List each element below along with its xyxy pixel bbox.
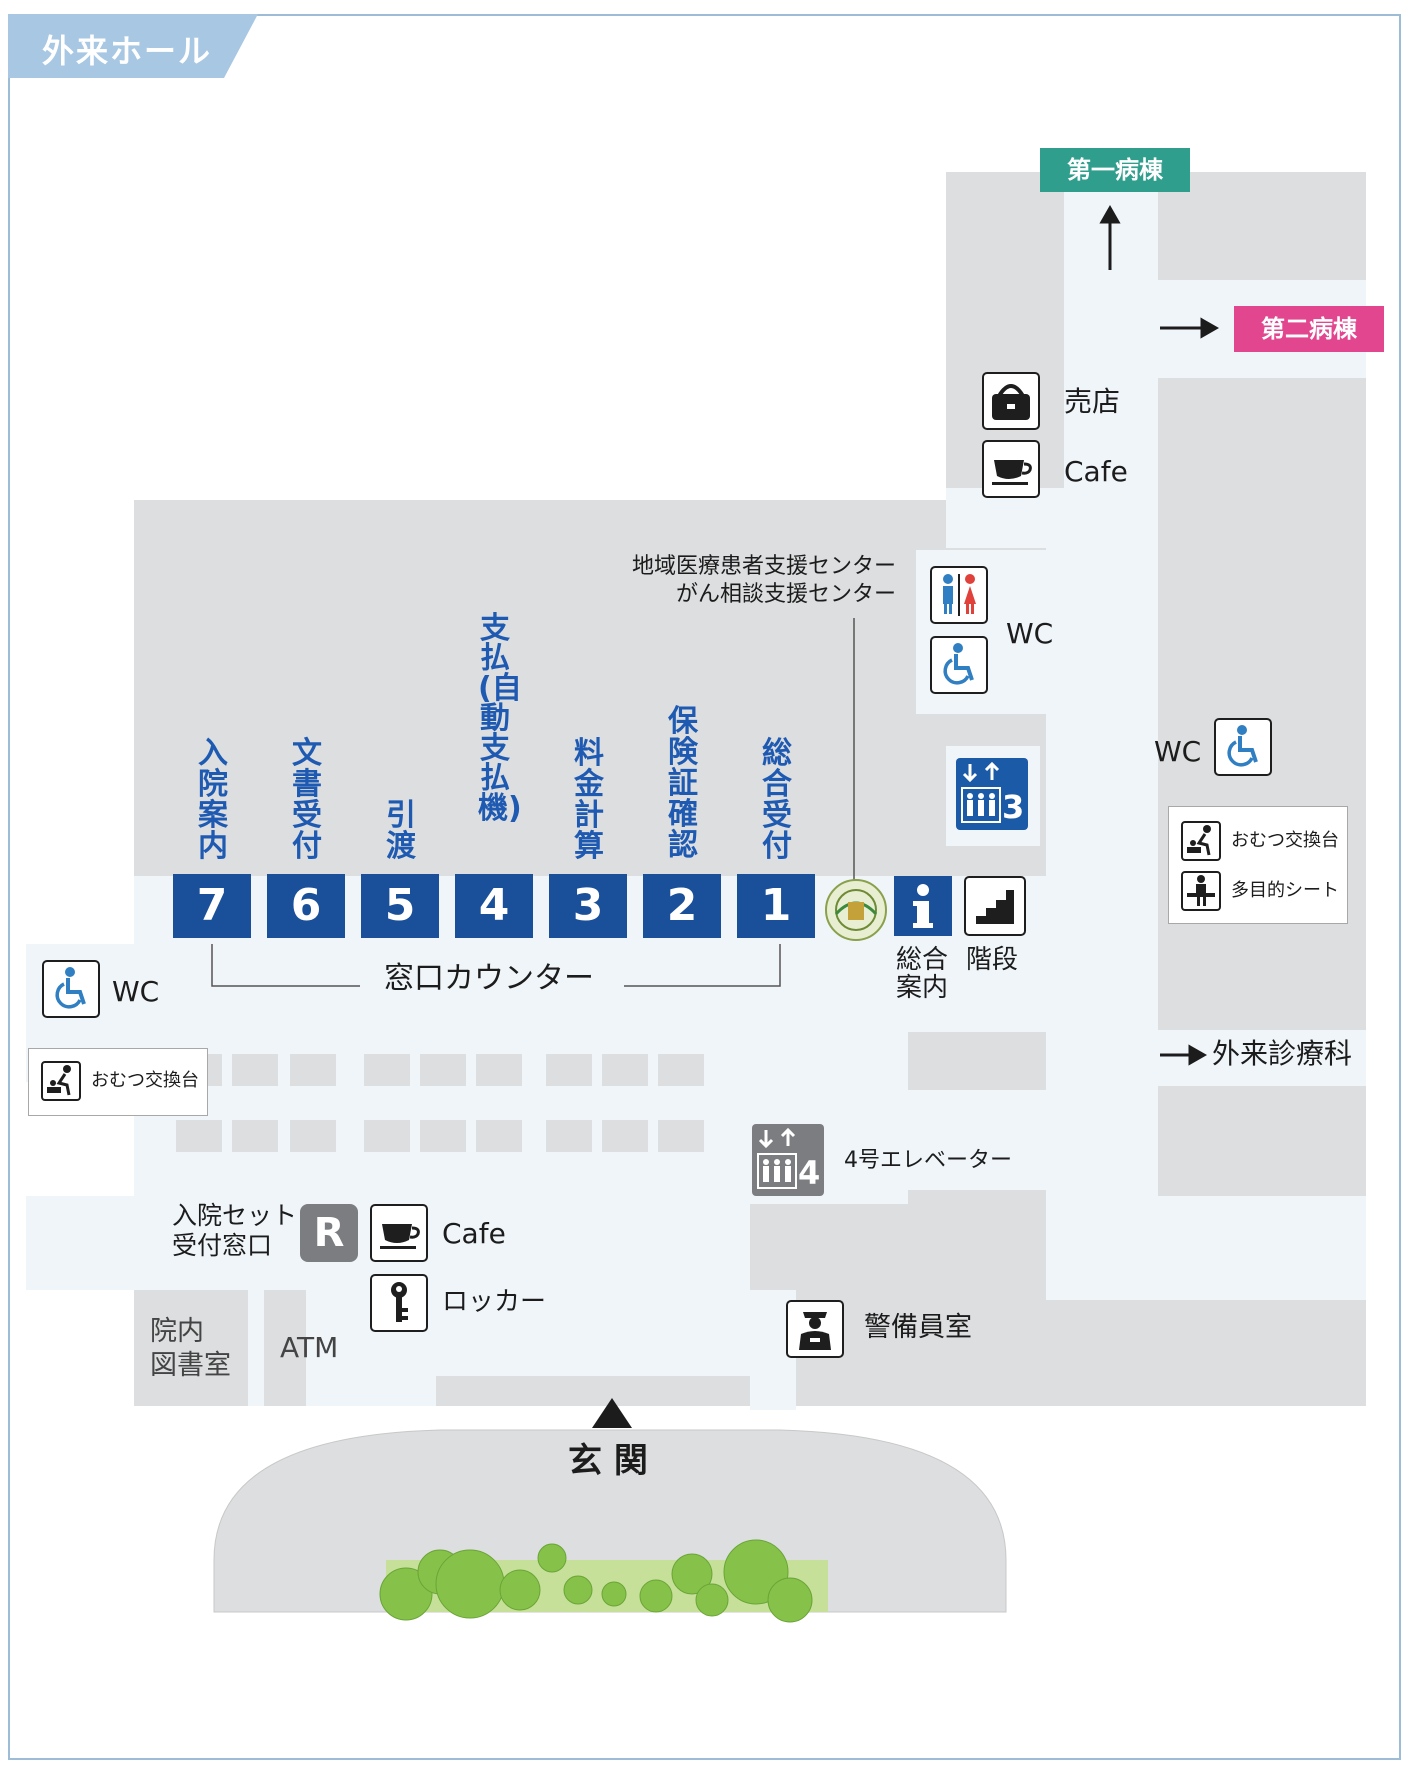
locker-label: ロッカー (442, 1287, 547, 1317)
info-icon[interactable] (894, 876, 952, 936)
counter-1[interactable]: 1 (737, 874, 815, 938)
counter-4-label: 支払(自動支払機) (478, 611, 522, 826)
wheelchair-icon[interactable] (42, 960, 100, 1018)
elevator-4-label: 4号エレベーター (844, 1148, 1012, 1173)
arrow-up-icon (1099, 204, 1121, 270)
multi-seat-label: 多目的シート (1231, 880, 1339, 901)
cup-icon[interactable] (982, 440, 1040, 498)
elevator-4-icon[interactable]: 4 (752, 1124, 824, 1196)
restroom-icon[interactable] (930, 566, 988, 624)
elevator-3-number: 3 (1002, 788, 1025, 826)
support-center-label-2[interactable]: がん相談支援センター (675, 582, 896, 607)
counter-6[interactable]: 6 (267, 874, 345, 938)
baby-changing-icon (1181, 821, 1221, 861)
arrow-right-icon (1160, 1044, 1208, 1066)
counter-2[interactable]: 2 (643, 874, 721, 938)
diaper-table-left-label: おむつ交換台 (91, 1070, 199, 1091)
counter-7-label: 入院案内 (198, 736, 228, 864)
wc-left-amenities: おむつ交換台 (28, 1048, 208, 1116)
counter-7[interactable]: 7 (173, 874, 251, 938)
east-lobby (908, 1090, 1058, 1190)
wheelchair-icon[interactable] (930, 636, 988, 694)
guard-icon[interactable] (786, 1300, 844, 1358)
counter-6-label: 文書受付 (292, 736, 322, 864)
wc-right-amenities: おむつ交換台 多目的シート (1168, 806, 1348, 924)
page-title: 外来ホール (42, 32, 213, 70)
admission-set-label-2: 受付窓口 (172, 1231, 273, 1260)
counter-1-label: 総合受付 (762, 736, 792, 864)
security-label: 警備員室 (864, 1312, 972, 1343)
entrance-label: 玄 関 (568, 1441, 648, 1481)
cup-icon[interactable] (370, 1204, 428, 1262)
east-lower (1046, 1190, 1158, 1300)
info-label-1: 総合 (896, 945, 949, 975)
cafe-upper-label: Cafe (1064, 455, 1128, 488)
library-gap (248, 1290, 264, 1406)
arrow-right-icon (1160, 317, 1220, 339)
shop-label: 売店 (1064, 385, 1121, 418)
bag-icon[interactable] (982, 372, 1040, 430)
title-tab: 外来ホール (8, 14, 258, 78)
ward1-tag[interactable]: 第一病棟 (1040, 148, 1190, 192)
wc-left-label: WC (112, 975, 160, 1008)
outpatient-label[interactable]: 外来診療科 (1212, 1037, 1353, 1070)
cafe-lower-label: Cafe (442, 1217, 506, 1250)
library-label-1: 院内 (150, 1316, 204, 1347)
counter-bracket (211, 944, 781, 987)
support-center-label-1[interactable]: 地域医療患者支援センター (631, 554, 896, 579)
info-label-2: 案内 (896, 973, 949, 1003)
multipurpose-seat-icon (1181, 871, 1221, 911)
entrance-marker (592, 1398, 632, 1428)
elevator-3-icon[interactable]: 3 (956, 758, 1028, 830)
counter-3[interactable]: 3 (549, 874, 627, 938)
counter-4[interactable]: 4 (455, 874, 533, 938)
key-icon[interactable] (370, 1274, 428, 1332)
counter-group-label: 窓口カウンター (378, 961, 600, 997)
shrubs (379, 1539, 813, 1623)
counter-3-label: 料金計算 (574, 736, 604, 864)
wc-center-label: WC (1006, 617, 1054, 650)
elevator-4-number: 4 (798, 1154, 821, 1192)
atm-label[interactable]: ATM (280, 1331, 339, 1364)
right-corridor (1046, 548, 1158, 1272)
hospital-logo-icon (825, 879, 887, 941)
counter-5-label: 引渡 (386, 798, 416, 864)
library-label-2: 図書室 (150, 1350, 231, 1381)
stairs-icon[interactable] (964, 876, 1026, 936)
ward2-tag[interactable]: 第二病棟 (1234, 306, 1384, 352)
wheelchair-icon[interactable] (1214, 718, 1272, 776)
rental-letter: R (313, 1210, 345, 1256)
admission-set-label-1: 入院セット (172, 1201, 298, 1230)
baby-changing-icon (41, 1061, 81, 1101)
stairs-label: 階段 (966, 945, 1019, 975)
right-lower-corridor (1158, 1196, 1366, 1300)
counter-5[interactable]: 5 (361, 874, 439, 938)
cafe-corridor (946, 488, 1064, 548)
rental-icon[interactable]: R (300, 1204, 358, 1262)
counter-2-label: 保険証確認 (668, 704, 698, 863)
diaper-table-label: おむつ交換台 (1231, 830, 1339, 851)
entrance-passage (436, 1290, 750, 1376)
wc-right-label: WC (1154, 735, 1202, 768)
